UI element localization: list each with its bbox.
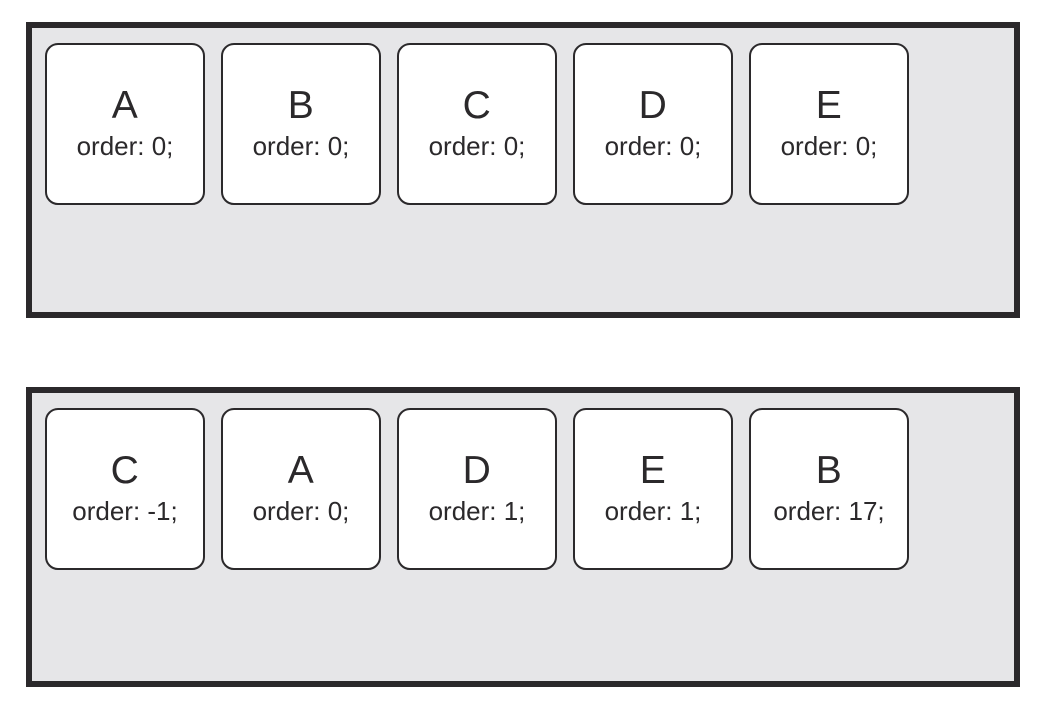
order-rule: order: 0; [604,131,702,162]
flex-container-default-order: A order: 0; B order: 0; C order: 0; D or… [26,22,1020,318]
flex-item-letter: D [638,84,668,128]
flex-item-letter: E [815,84,843,128]
flex-item-letter: A [287,449,315,493]
flex-item-letter: C [110,449,140,493]
order-rule: order: -1; [72,496,178,527]
flex-item-letter: B [815,449,843,493]
order-rule: order: 0; [780,131,878,162]
flex-item-letter: B [287,84,315,128]
flex-container-custom-order: C order: -1; A order: 0; D order: 1; E o… [26,387,1020,687]
flex-item-box: A order: 0; [45,43,205,205]
flex-item-box: B order: 0; [221,43,381,205]
order-rule: order: 0; [76,131,174,162]
flex-item-box: B order: 17; [749,408,909,570]
flex-item-box: E order: 0; [749,43,909,205]
order-rule: order: 0; [428,131,526,162]
order-rule: order: 17; [773,496,885,527]
flex-item-box: D order: 1; [397,408,557,570]
order-rule: order: 0; [252,496,350,527]
flex-item-box: C order: 0; [397,43,557,205]
flex-item-letter: E [639,449,667,493]
flex-item-box: E order: 1; [573,408,733,570]
flex-item-letter: D [462,449,492,493]
flex-item-letter: A [111,84,139,128]
flex-item-box: C order: -1; [45,408,205,570]
order-rule: order: 1; [604,496,702,527]
flex-item-box: D order: 0; [573,43,733,205]
flex-item-box: A order: 0; [221,408,381,570]
order-rule: order: 1; [428,496,526,527]
order-rule: order: 0; [252,131,350,162]
flex-item-letter: C [462,84,492,128]
